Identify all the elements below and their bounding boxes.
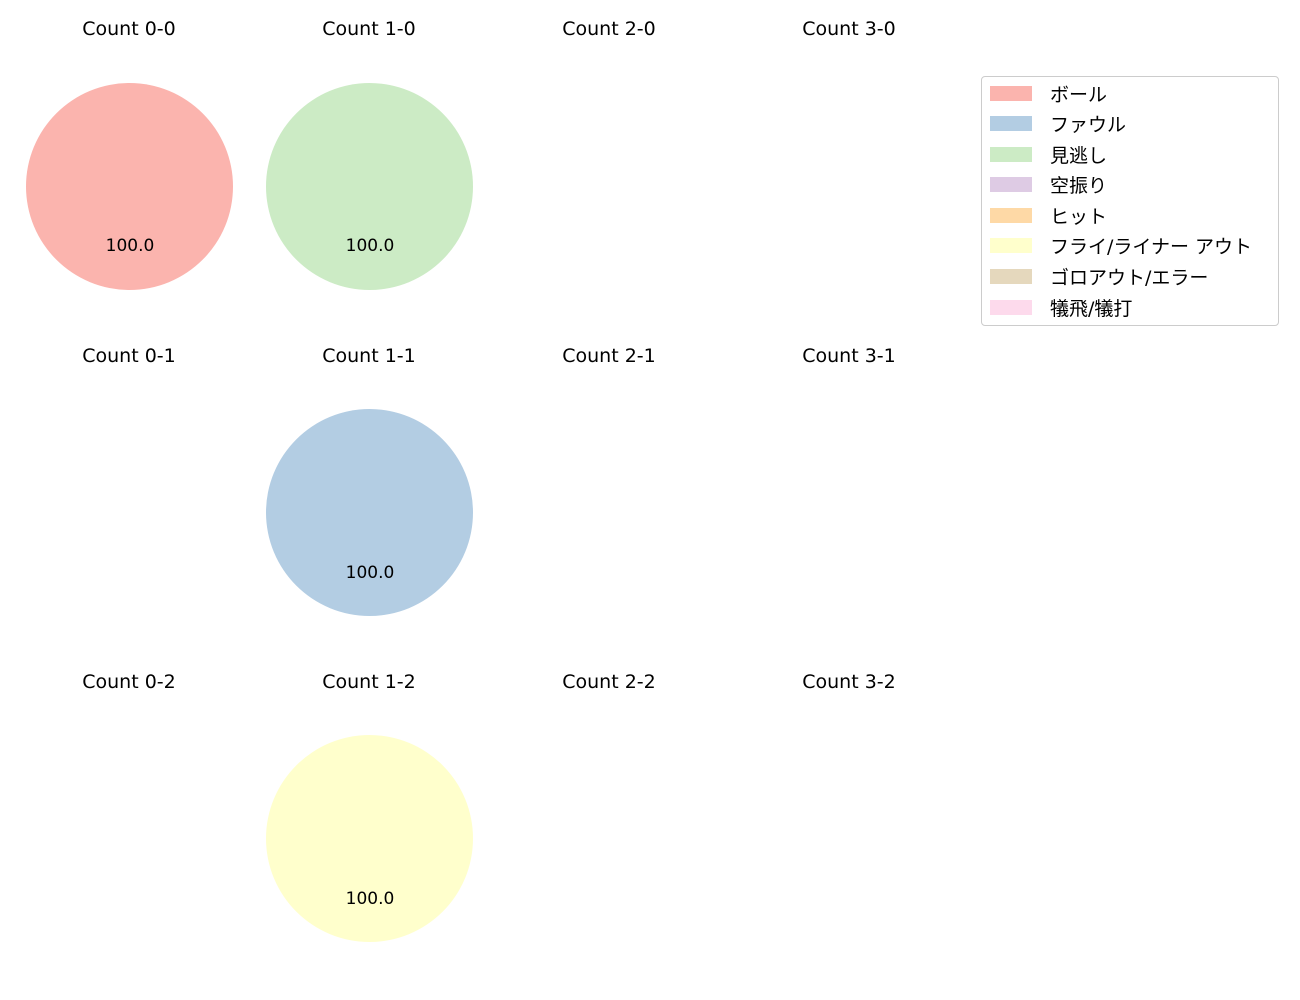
pie-value-label: 100.0 bbox=[105, 236, 155, 256]
subplot-title: Count 0-2 bbox=[82, 671, 176, 693]
subplot-title: Count 3-1 bbox=[802, 345, 896, 367]
subplot-title: Count 1-2 bbox=[322, 671, 416, 693]
legend: ボール ファウル 見逃し 空振り ヒット フライ/ライナー アウト ゴロアウト/… bbox=[981, 76, 1279, 326]
subplot-title: Count 3-2 bbox=[802, 671, 896, 693]
subplot-title: Count 2-1 bbox=[562, 345, 656, 367]
legend-label: 見逃し bbox=[1050, 144, 1108, 167]
subplot-title: Count 0-0 bbox=[82, 18, 176, 40]
legend-swatch bbox=[990, 146, 1032, 162]
legend-swatch bbox=[990, 85, 1032, 101]
legend-item: 犠飛/犠打 bbox=[990, 292, 1132, 322]
legend-swatch bbox=[990, 299, 1032, 315]
legend-label: ファウル bbox=[1050, 113, 1127, 136]
pie-count-1-1 bbox=[266, 409, 473, 616]
legend-label: 空振り bbox=[1050, 174, 1108, 197]
legend-swatch bbox=[990, 268, 1032, 284]
legend-swatch bbox=[990, 207, 1032, 223]
legend-item: ゴロアウト/エラー bbox=[990, 261, 1208, 291]
pie-value-label: 100.0 bbox=[345, 889, 395, 909]
pie-value-label: 100.0 bbox=[345, 236, 395, 256]
legend-item: ファウル bbox=[990, 108, 1126, 138]
legend-label: フライ/ライナー アウト bbox=[1050, 235, 1253, 258]
subplot-title: Count 3-0 bbox=[802, 18, 896, 40]
legend-label: ゴロアウト/エラー bbox=[1050, 266, 1209, 289]
pie-count-0-0 bbox=[26, 83, 233, 290]
legend-label: ヒット bbox=[1050, 205, 1108, 228]
pie-value-label: 100.0 bbox=[345, 563, 395, 583]
legend-label: ボール bbox=[1050, 83, 1108, 106]
legend-item: ボール bbox=[990, 78, 1107, 108]
pie-count-1-2 bbox=[266, 735, 473, 942]
legend-swatch bbox=[990, 115, 1032, 131]
legend-swatch bbox=[990, 237, 1032, 253]
subplot-title: Count 1-0 bbox=[322, 18, 416, 40]
pie-count-1-0 bbox=[266, 83, 473, 290]
legend-item: フライ/ライナー アウト bbox=[990, 230, 1252, 260]
legend-swatch bbox=[990, 176, 1032, 192]
legend-item: 見逃し bbox=[990, 139, 1107, 169]
subplot-title: Count 0-1 bbox=[82, 345, 176, 367]
legend-item: 空振り bbox=[990, 169, 1107, 199]
legend-label: 犠飛/犠打 bbox=[1050, 297, 1133, 320]
subplot-title: Count 2-0 bbox=[562, 18, 656, 40]
subplot-title: Count 2-2 bbox=[562, 671, 656, 693]
legend-item: ヒット bbox=[990, 200, 1107, 230]
subplot-title: Count 1-1 bbox=[322, 345, 416, 367]
